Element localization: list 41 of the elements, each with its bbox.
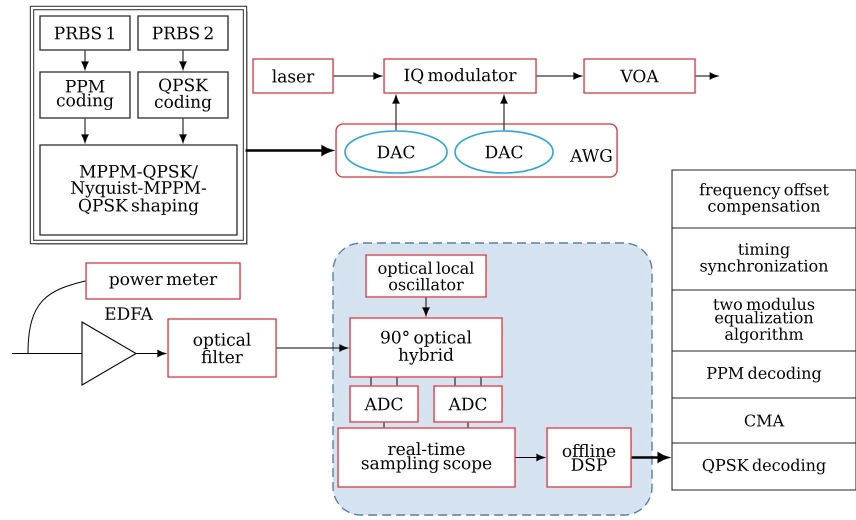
process-box: laser	[252, 58, 334, 94]
process-box: optical filter	[167, 318, 277, 378]
connector-line	[454, 377, 482, 386]
arrow	[136, 350, 166, 358]
process-box: PPM coding	[39, 71, 131, 119]
connector-line	[28, 280, 86, 354]
process-box: 90° optical hybrid	[349, 317, 503, 378]
arrow	[179, 50, 187, 70]
step-box: frequency offset compensation	[671, 169, 856, 229]
amplifier-label: EDFA	[105, 307, 154, 320]
arrow	[695, 72, 718, 80]
arrow	[536, 72, 582, 80]
step-box: QPSK decoding	[671, 442, 856, 491]
step-box: PPM decoding	[671, 350, 856, 399]
arrow	[179, 118, 187, 143]
step-box: two modulus equalization algorithm	[671, 289, 856, 352]
process-box: offline DSP	[546, 427, 632, 488]
process-box: power meter	[85, 262, 241, 300]
arrow	[500, 95, 508, 131]
arrow	[81, 50, 89, 70]
arrow	[392, 95, 400, 131]
arrow	[422, 297, 430, 316]
connector-line	[12, 353, 82, 354]
arrow	[81, 118, 89, 143]
process-box: real-time sampling scope	[337, 427, 516, 488]
process-box: ADC	[433, 385, 503, 423]
arrow	[276, 344, 348, 352]
process-box: VOA	[583, 58, 696, 94]
process-box: ADC	[349, 385, 419, 423]
process-box: IQ modulator	[383, 58, 537, 94]
arrow	[515, 454, 545, 462]
arrow	[632, 452, 668, 462]
step-box: CMA	[671, 397, 856, 444]
connector-line	[370, 377, 398, 386]
process-box: PRBS 1	[39, 15, 131, 51]
process-box: QPSK coding	[137, 71, 229, 119]
step-box: timing synchronization	[671, 227, 856, 291]
process-box: PRBS 2	[137, 15, 229, 51]
process-box: MPPM-QPSK/ Nyquist-MPPM-QPSK shaping	[39, 144, 238, 236]
arrow	[333, 72, 382, 80]
process-box: optical local oscillator	[365, 254, 487, 298]
